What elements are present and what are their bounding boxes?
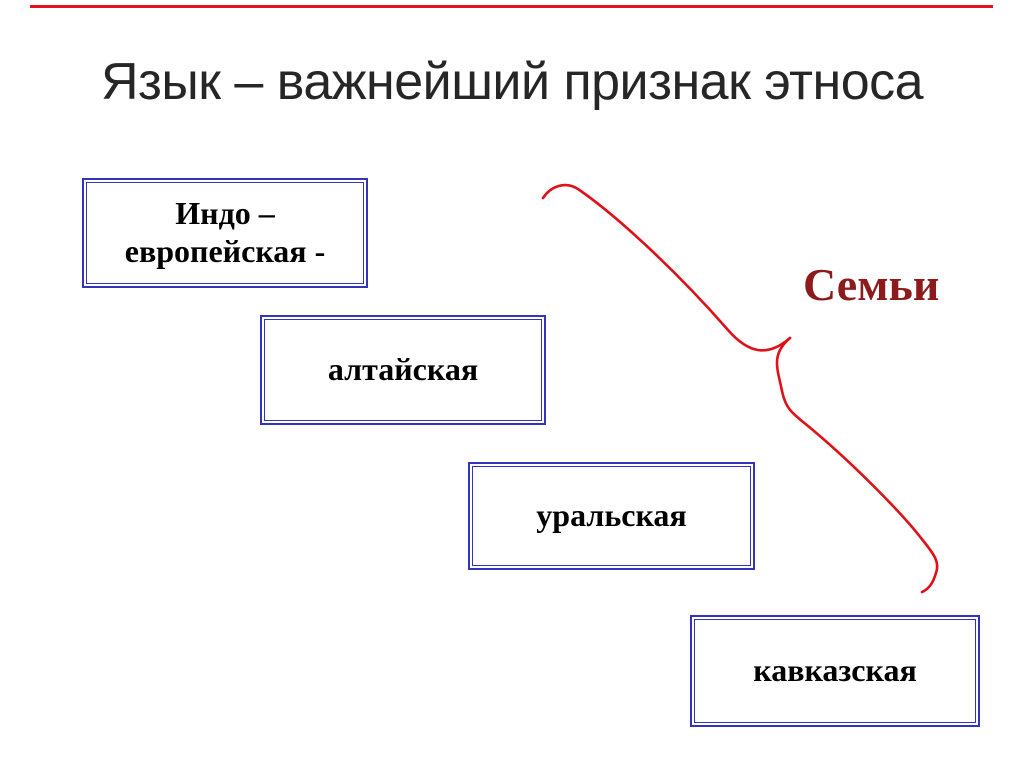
family-box-uralic-inner: уральская — [472, 466, 751, 566]
family-box-caucasian-inner: кавказская — [694, 619, 976, 723]
family-box-uralic-label: уральская — [536, 497, 687, 534]
family-box-altaic-label: алтайская — [327, 351, 479, 388]
slide-title: Язык – важнейший признак этноса — [100, 53, 924, 111]
family-box-indo-european-label: Индо – европейская - — [124, 195, 326, 269]
family-box-caucasian-label: кавказская — [753, 652, 917, 689]
brace-lower-segment — [775, 336, 939, 594]
family-box-altaic-inner: алтайская — [264, 319, 542, 421]
family-box-indo-european-inner: Индо – европейская - — [86, 182, 364, 284]
families-label: Семьи — [803, 259, 940, 310]
family-box-caucasian: кавказская — [690, 615, 980, 727]
brace-upper-segment — [541, 183, 792, 352]
family-box-altaic: алтайская — [260, 315, 546, 425]
family-box-indo-european: Индо – европейская - — [82, 178, 368, 288]
top-accent-rule — [30, 5, 993, 8]
family-box-uralic: уральская — [468, 462, 755, 570]
